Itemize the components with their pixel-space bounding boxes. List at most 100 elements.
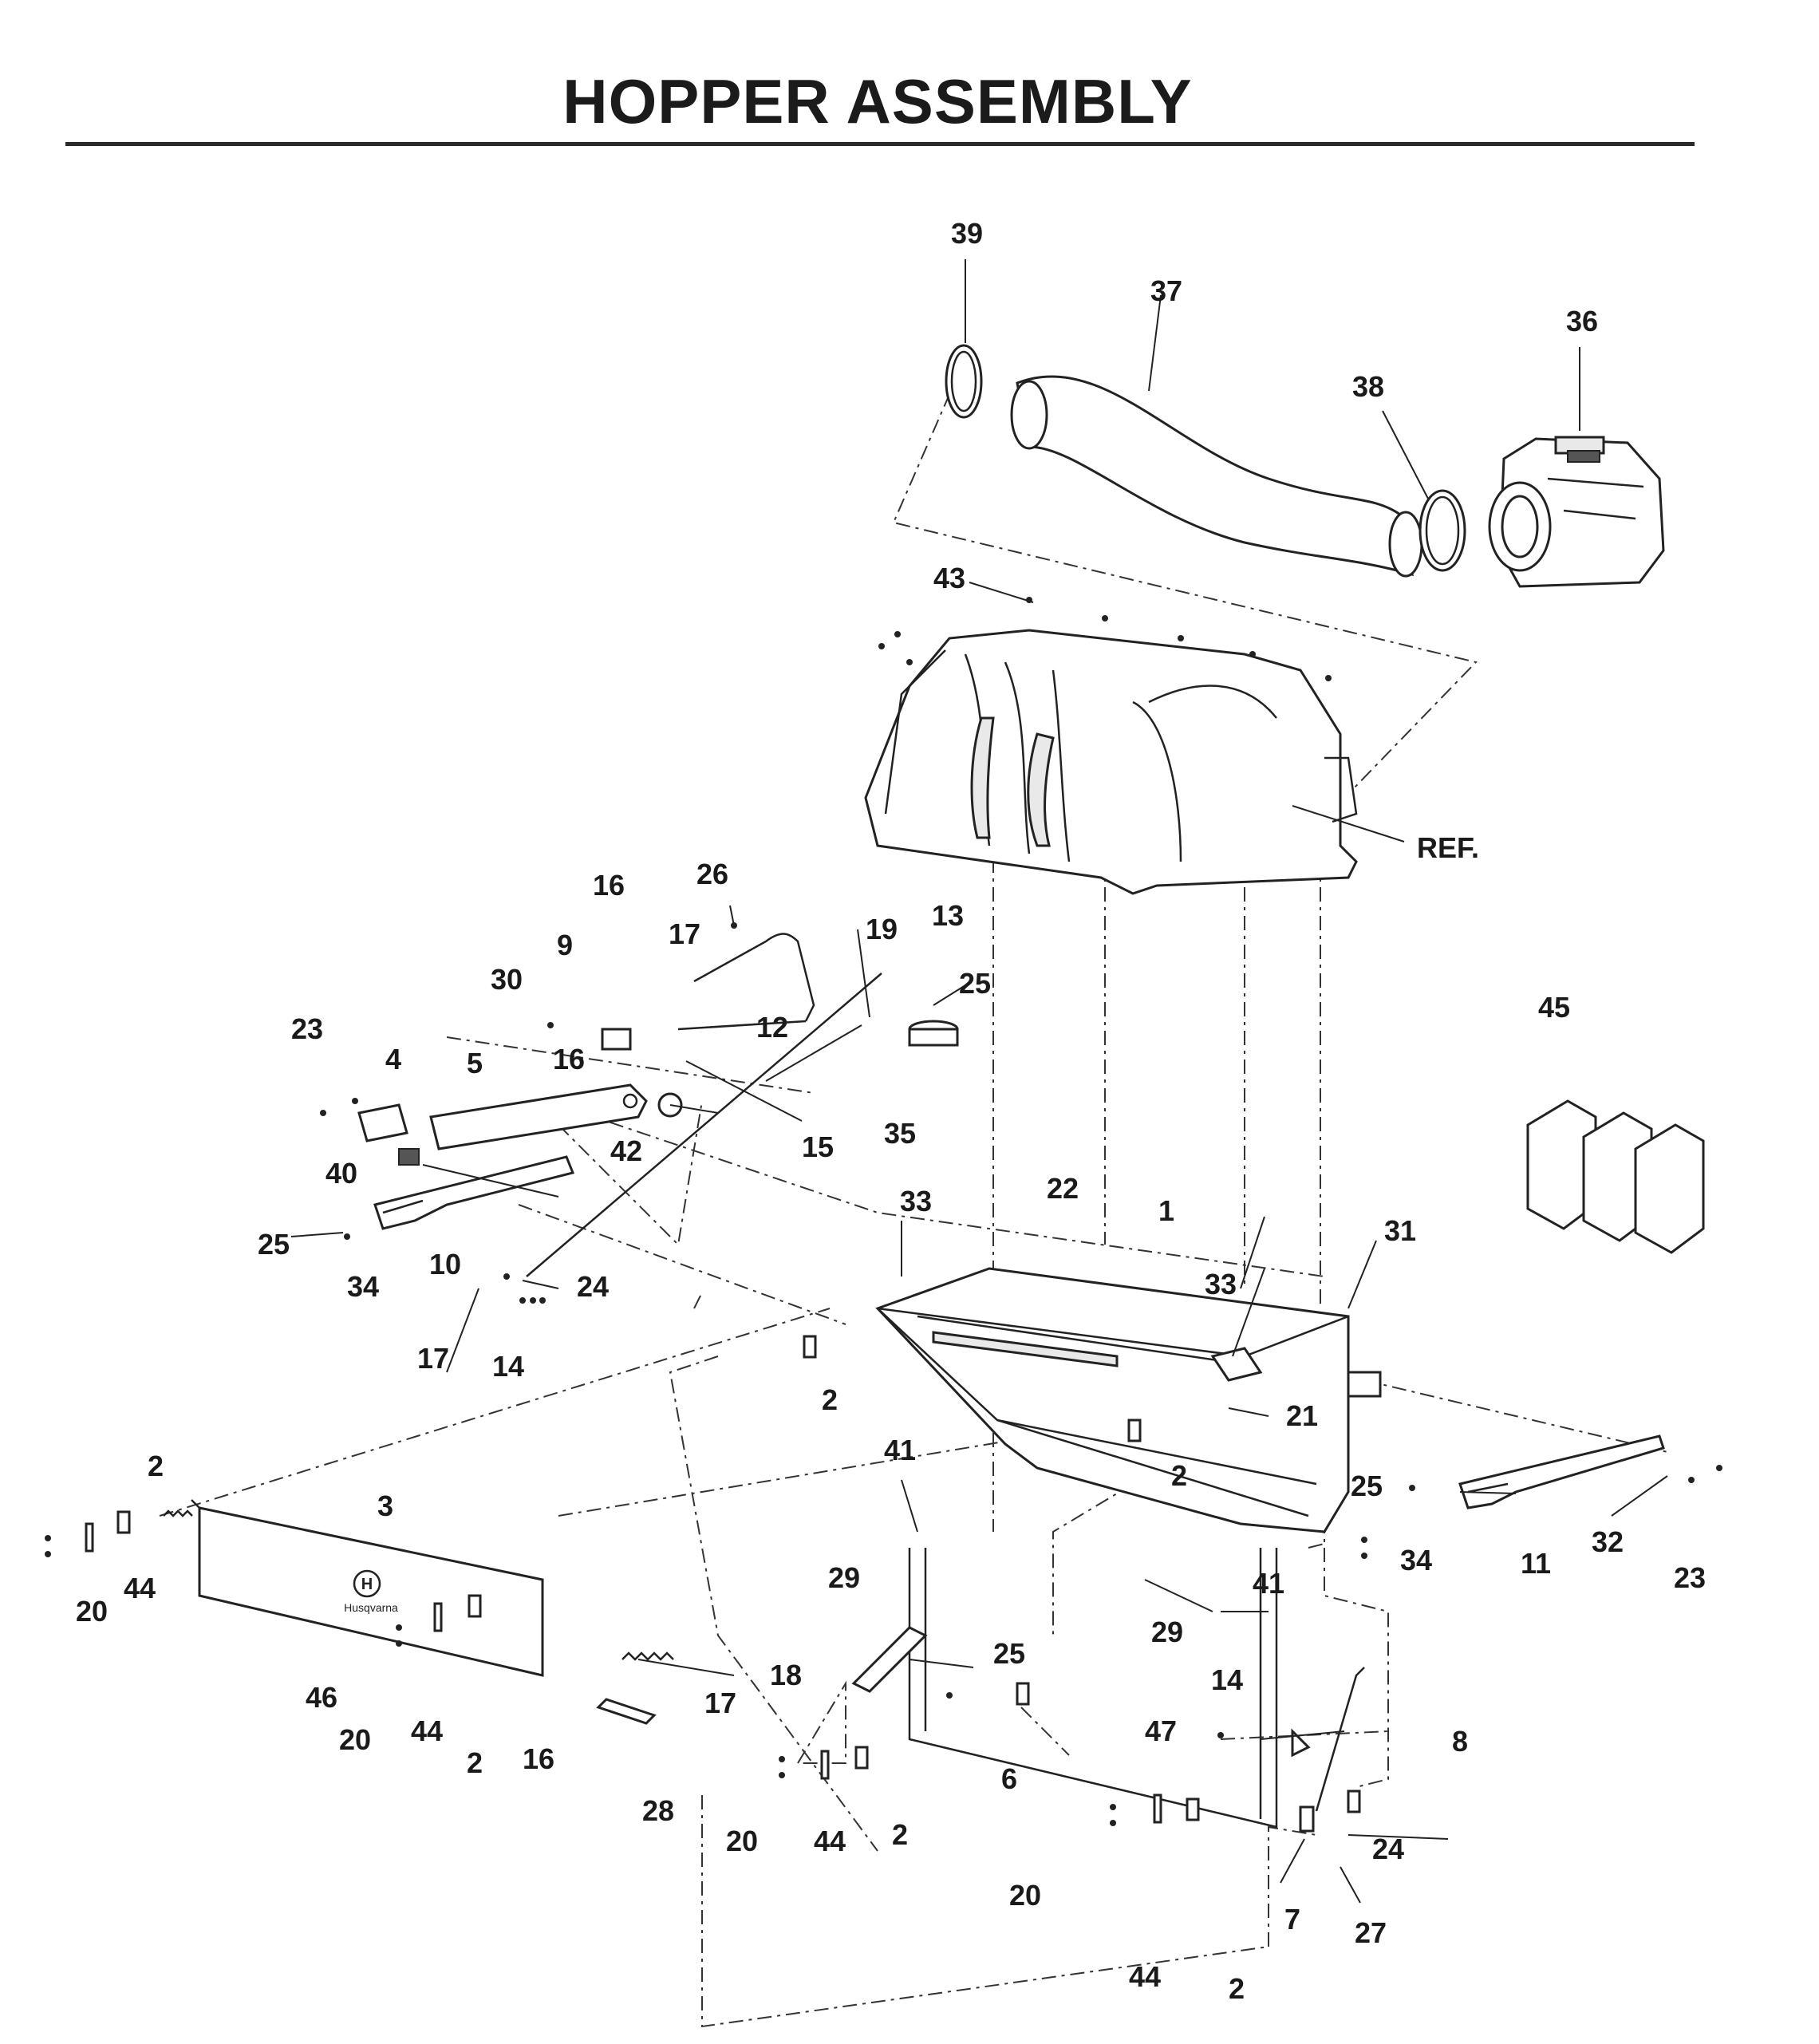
callout-37: 37 — [1150, 274, 1182, 307]
link-part-28 — [596, 1698, 657, 1725]
callout-20b: 20 — [339, 1723, 371, 1756]
callout-23a: 23 — [291, 1012, 323, 1045]
callout-20d: 20 — [1009, 1879, 1041, 1912]
callout-7: 7 — [1284, 1903, 1300, 1935]
callout-24b: 24 — [1372, 1833, 1404, 1865]
plate-part-4 — [357, 1103, 408, 1142]
callout-47: 47 — [1145, 1715, 1177, 1747]
callout-16c: 16 — [523, 1742, 554, 1775]
hood-ref-part — [864, 629, 1358, 895]
callout-36: 36 — [1566, 305, 1598, 337]
callout-20a: 20 — [76, 1595, 108, 1628]
callout-14a: 14 — [492, 1350, 524, 1383]
callout-23b: 23 — [1674, 1561, 1706, 1594]
callout-40: 40 — [326, 1157, 357, 1190]
bracket-part-31 — [1347, 1371, 1382, 1398]
rod-part-15 — [526, 973, 882, 1277]
callout-25a: 25 — [959, 967, 991, 1000]
callout-44a: 44 — [124, 1572, 156, 1604]
callout-9: 9 — [557, 929, 573, 961]
callout-41a: 41 — [884, 1434, 916, 1466]
callout-6: 6 — [1001, 1762, 1017, 1795]
callout-ref: REF. — [1417, 831, 1479, 864]
callout-25c: 25 — [1351, 1470, 1383, 1502]
callout-44d: 44 — [1129, 1960, 1161, 1993]
block-part-40 — [398, 1148, 420, 1166]
callout-17c: 17 — [704, 1687, 736, 1719]
callout-20c: 20 — [726, 1825, 758, 1857]
logo-wordmark: Husqvarna — [344, 1601, 398, 1614]
callouts: 39 37 36 38 43 REF. 26 16 17 19 13 25 9 … — [76, 217, 1706, 2005]
callout-34a: 34 — [347, 1270, 379, 1303]
spring-part-18 — [621, 1651, 674, 1661]
hopper-body-part-1 — [875, 1267, 1350, 1533]
callout-29a: 29 — [828, 1561, 860, 1594]
callout-45: 45 — [1538, 991, 1570, 1024]
callout-27: 27 — [1355, 1916, 1387, 1949]
callout-2c: 2 — [148, 1450, 164, 1482]
callout-12: 12 — [756, 1011, 788, 1044]
page-title: HOPPER ASSEMBLY — [562, 66, 1193, 136]
pivot-part-9 — [601, 1028, 632, 1051]
callout-1: 1 — [1158, 1194, 1174, 1227]
callout-10: 10 — [429, 1248, 461, 1280]
callout-2a: 2 — [822, 1383, 838, 1416]
callout-33a: 33 — [900, 1185, 932, 1217]
callout-15: 15 — [802, 1131, 834, 1163]
callout-22: 22 — [1047, 1172, 1079, 1205]
callout-30: 30 — [491, 963, 523, 996]
hose-part-37 — [1010, 375, 1423, 578]
callout-29b: 29 — [1151, 1616, 1183, 1648]
arm-part-11 — [1458, 1434, 1665, 1509]
callout-25b: 25 — [258, 1228, 290, 1261]
callout-19: 19 — [866, 913, 898, 945]
callout-24a: 24 — [577, 1270, 609, 1303]
callout-3: 3 — [377, 1490, 393, 1522]
callout-18: 18 — [770, 1659, 802, 1691]
callout-2f: 2 — [1229, 1972, 1245, 2005]
engine-blower-part-36 — [1488, 436, 1665, 588]
callout-2e: 2 — [892, 1818, 908, 1851]
clips-part-2 — [116, 1335, 1361, 1821]
svg-text:H: H — [361, 1576, 373, 1593]
clamp-part-38 — [1419, 489, 1466, 572]
callout-17b: 17 — [417, 1342, 449, 1375]
callout-21: 21 — [1286, 1399, 1318, 1432]
baffle-part-3 — [191, 1499, 544, 1677]
clamp-part-39 — [945, 344, 983, 419]
callout-44b: 44 — [411, 1715, 443, 1747]
callout-42: 42 — [610, 1134, 642, 1167]
callout-25d: 25 — [993, 1637, 1025, 1670]
callout-43: 43 — [933, 562, 965, 594]
rod-part-8 — [1315, 1667, 1365, 1812]
callout-4: 4 — [385, 1043, 401, 1075]
leader-lines — [290, 259, 1668, 1904]
frame-part-6 — [851, 1548, 1311, 1829]
callout-34b: 34 — [1400, 1544, 1432, 1576]
bracket-part-5 — [429, 1083, 648, 1150]
callout-39: 39 — [951, 217, 983, 250]
callout-26: 26 — [696, 858, 728, 890]
callout-41b: 41 — [1253, 1567, 1284, 1600]
callout-46: 46 — [306, 1681, 337, 1714]
callout-33b: 33 — [1205, 1268, 1237, 1300]
fastener-dots — [45, 597, 1722, 1826]
callout-32: 32 — [1592, 1525, 1624, 1558]
bushing-part-35 — [908, 1020, 959, 1047]
callout-31: 31 — [1384, 1214, 1416, 1247]
callout-44c: 44 — [814, 1825, 846, 1857]
callout-17a: 17 — [669, 917, 700, 950]
callout-28: 28 — [642, 1794, 674, 1827]
callout-2d: 2 — [467, 1746, 483, 1779]
pin-part-7 — [1299, 1805, 1315, 1833]
husqvarna-logo-part-46: H Husqvarna — [344, 1569, 398, 1614]
callout-35: 35 — [884, 1117, 916, 1150]
callout-2b: 2 — [1171, 1459, 1187, 1492]
handle-part-12 — [677, 933, 815, 1031]
weights-part-45 — [1526, 1099, 1705, 1254]
arm-part-10 — [373, 1155, 575, 1230]
callout-11: 11 — [1521, 1547, 1551, 1580]
callout-13: 13 — [932, 899, 964, 932]
